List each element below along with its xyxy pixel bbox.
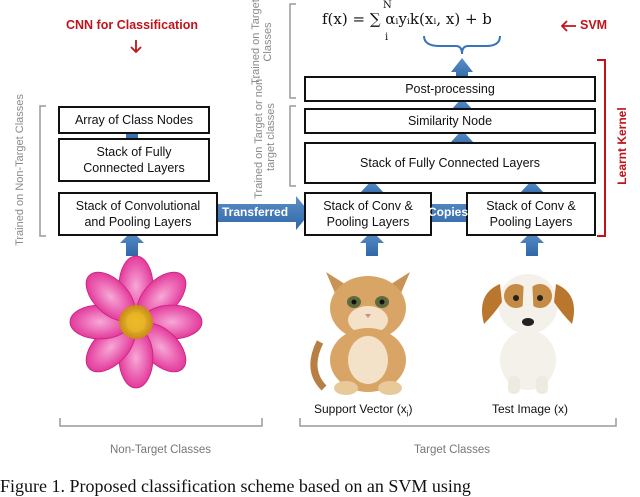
test-conv-pool-box: Stack of Conv & Pooling Layers [466,192,596,236]
non-target-classes-label: Non-Target Classes [110,444,211,456]
flower-illustration [69,255,203,389]
side-label-target: Trained on Target Classes [250,0,274,85]
non-target-group-brace [59,418,263,427]
svm-title: SVM [580,18,608,32]
similarity-node-box: Similarity Node [304,108,596,134]
copies-label: Copies [428,205,469,219]
svm-left-arrow [560,20,576,32]
figure-caption: Figure 1. Proposed classification scheme… [0,476,471,496]
formula-sum-upper: N [383,0,392,11]
cnn-down-arrow [130,40,142,54]
learnt-kernel-bracket [597,59,606,237]
support-conv-pool-box: Stack of Conv & Pooling Layers [304,192,432,236]
target-group-brace [299,418,617,427]
array-of-class-nodes-box: Array of Class Nodes [58,106,210,134]
target-classes-label: Target Classes [414,444,491,456]
right-fully-connected-box: Stack of Fully Connected Layers [304,142,596,184]
target-bracket [289,3,296,99]
formula-text: f(x) = ∑ αᵢyᵢk(xᵢ, x) + b [322,10,492,28]
up-arrow [360,231,384,256]
support-vector-text: Support Vector (x [314,402,407,416]
svm-formula: f(x) = ∑ αᵢyᵢk(xᵢ, x) + b [322,10,492,28]
cnn-title: CNN for Classification [66,18,198,32]
support-vector-label: Support Vector (xi) [314,402,413,418]
left-conv-pool-box: Stack of Convolutional and Pooling Layer… [58,192,218,236]
up-arrow [520,231,544,256]
formula-sum-lower: i [385,32,389,43]
formula-brace [423,35,501,55]
support-vector-subscript: i [406,409,409,419]
learnt-kernel-label: Learnt Kernel [615,107,629,185]
left-fully-connected-box: Stack of Fully Connected Layers [58,138,210,182]
up-arrow [451,58,473,80]
support-vector-close: ) [408,402,413,416]
non-target-bracket [39,105,46,237]
up-arrow [120,231,144,256]
side-label-non-target: Trained on Non-Target Classes [14,94,26,246]
post-processing-box: Post-processing [304,76,596,102]
puppy-illustration [482,274,574,394]
transferred-arrow [218,196,310,230]
kitten-illustration [310,272,410,395]
transferred-label: Transferred [222,205,289,219]
test-image-label: Test Image (x) [492,402,569,416]
target-or-nontarget-bracket [289,105,296,187]
